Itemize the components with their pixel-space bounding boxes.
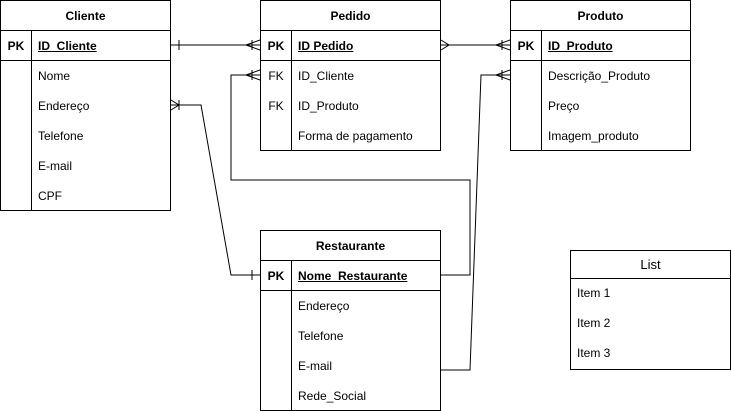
attribute-row[interactable]: FK ID_Produto <box>261 91 440 121</box>
attribute-field: E-mail <box>298 359 333 373</box>
attribute-field: Forma de pagamento <box>298 129 413 143</box>
pk-label: PK <box>267 39 285 53</box>
attribute-row[interactable]: Forma de pagamento <box>261 121 440 151</box>
column-divider <box>291 31 292 150</box>
pk-row[interactable]: PK ID_Cliente <box>1 31 170 61</box>
attribute-row[interactable]: FK ID_Cliente <box>261 61 440 91</box>
attribute-row[interactable]: Preço <box>511 91 690 121</box>
attribute-row[interactable]: Imagem_produto <box>511 121 690 151</box>
attribute-row[interactable]: Telefone <box>261 321 440 351</box>
pk-field: ID_Produto <box>548 39 613 53</box>
attribute-field: Nome <box>38 69 71 83</box>
key-label: FK <box>268 69 284 83</box>
pk-field: Nome_Restaurante <box>298 269 408 283</box>
entity-cliente[interactable]: Cliente PK ID_Cliente Nome Endereço Tele… <box>0 0 171 211</box>
key-label: FK <box>268 99 284 113</box>
attribute-row[interactable]: Descrição_Produto <box>511 61 690 91</box>
attribute-field: Rede_Social <box>298 389 367 403</box>
pk-label: PK <box>7 39 25 53</box>
edge-restaurante-produto[interactable] <box>441 69 511 371</box>
attribute-field: Endereço <box>298 299 350 313</box>
pk-label: PK <box>267 269 285 283</box>
attribute-field: Endereço <box>38 99 90 113</box>
list-shape[interactable]: List Item 1 Item 2 Item 3 <box>570 250 731 370</box>
attribute-row[interactable]: CPF <box>1 181 170 211</box>
entity-title: Cliente <box>1 1 170 31</box>
entity-title: Restaurante <box>261 231 440 261</box>
attribute-row[interactable]: Endereço <box>1 91 170 121</box>
attribute-field: Descrição_Produto <box>548 69 651 83</box>
attribute-field: Telefone <box>38 129 84 143</box>
attribute-row[interactable]: E-mail <box>1 151 170 181</box>
pk-row[interactable]: PK ID Pedido <box>261 31 440 61</box>
pk-row[interactable]: PK Nome_Restaurante <box>261 261 440 291</box>
list-title: List <box>571 251 730 279</box>
pk-field: ID Pedido <box>298 39 354 53</box>
pk-row[interactable]: PK ID_Produto <box>511 31 690 61</box>
attribute-row[interactable]: Telefone <box>1 121 170 151</box>
column-divider <box>541 31 542 150</box>
attribute-field: ID_Produto <box>298 99 359 113</box>
attribute-row[interactable]: Nome <box>1 61 170 91</box>
entity-pedido[interactable]: Pedido PK ID Pedido FK ID_Cliente FK ID_Pr… <box>260 0 441 151</box>
attribute-field: CPF <box>38 189 62 203</box>
entity-title: Pedido <box>261 1 440 31</box>
edge-pedido-produto[interactable] <box>440 39 511 51</box>
pk-field: ID_Cliente <box>38 39 97 53</box>
entity-restaurante[interactable]: Restaurante PK Nome_Restaurante Endereço… <box>260 230 441 411</box>
attribute-row[interactable]: E-mail <box>261 351 440 381</box>
list-item[interactable]: Item 3 <box>577 346 611 360</box>
pk-label: PK <box>517 39 535 53</box>
edge-cliente-pedido[interactable] <box>171 39 261 51</box>
attribute-field: E-mail <box>38 159 73 173</box>
edge-cliente-restaurante[interactable] <box>170 99 260 280</box>
entity-title: Produto <box>511 1 690 31</box>
attribute-row[interactable]: Endereço <box>261 291 440 321</box>
attribute-field: Preço <box>548 99 580 113</box>
attribute-field: ID_Cliente <box>298 69 355 83</box>
list-item[interactable]: Item 2 <box>577 316 611 330</box>
attribute-field: Imagem_produto <box>548 129 639 143</box>
attribute-field: Telefone <box>298 329 344 343</box>
entity-produto[interactable]: Produto PK ID_Produto Descrição_Produto … <box>510 0 691 151</box>
column-divider <box>291 261 292 410</box>
attribute-row[interactable]: Rede_Social <box>261 381 440 411</box>
list-item[interactable]: Item 1 <box>577 286 611 300</box>
column-divider <box>31 31 32 210</box>
edge-restaurante-pedido[interactable] <box>230 69 471 276</box>
